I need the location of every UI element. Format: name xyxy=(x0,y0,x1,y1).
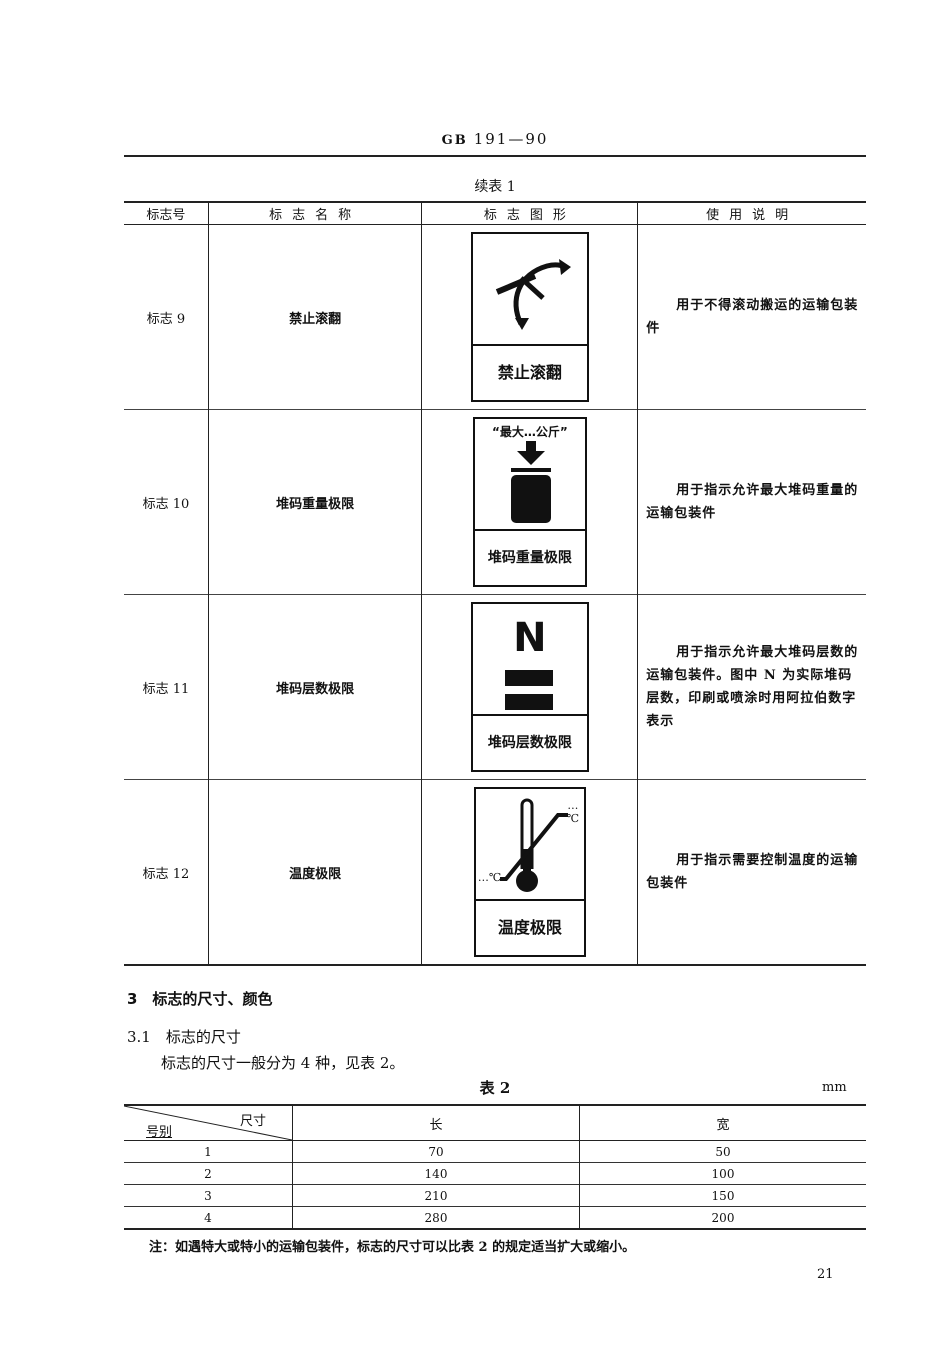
page-number: 21 xyxy=(817,1267,834,1282)
size-no: 2 xyxy=(124,1162,293,1185)
sign-label: 堆码层数极限 xyxy=(487,735,572,751)
section-3-1-body: 标志的尺寸一般分为 4 种，见表 2。 xyxy=(161,1054,405,1072)
table-row: 标志 10 堆码重量极限 “最大…公斤” 堆码重量极限 用于指示允许最大堆码重量… xyxy=(124,409,866,595)
sign-name: 堆码层数极限 xyxy=(207,594,422,780)
layer-bar-icon xyxy=(504,670,553,686)
table2-caption: 表 2 xyxy=(479,1079,511,1097)
size-no: 1 xyxy=(124,1140,293,1163)
corner-number-label: 号别 xyxy=(146,1125,173,1140)
usage-description: 用于指示需要控制温度的运输包装件 xyxy=(646,853,859,891)
no-rolling-sign: 禁止滚翻 xyxy=(470,232,589,402)
usage-description: 用于不得滚动搬运的运输包装件 xyxy=(646,298,859,336)
temperature-limit-sign: …℃ …℃ 温度极限 xyxy=(473,787,586,957)
low-temp-label: …℃ xyxy=(477,871,502,884)
sign-number: 标志 11 xyxy=(124,594,209,780)
header-rule xyxy=(124,155,866,157)
table-row: 标志 12 温度极限 …℃ …℃ 温度极限 用于指示需要控制温度的运输 xyxy=(124,779,866,965)
table-row: 标志 11 堆码层数极限 N 堆码层数极限 用于指示允许最大堆码层数的运输包装件… xyxy=(124,594,866,780)
table-row: 4 280 200 xyxy=(124,1206,866,1229)
sign-name: 禁止滚翻 xyxy=(207,224,422,410)
table-row: 2 140 100 xyxy=(124,1162,866,1185)
table-row: 3 210 150 xyxy=(124,1184,866,1207)
table-row: 1 70 50 xyxy=(124,1140,866,1163)
size-length: 140 xyxy=(292,1162,580,1185)
no-rolling-icon xyxy=(472,234,587,346)
sign-number: 标志 10 xyxy=(124,409,209,595)
sign-label: 堆码重量极限 xyxy=(487,550,572,566)
size-length: 210 xyxy=(292,1184,580,1207)
table1-caption: 续表 1 xyxy=(474,179,516,195)
size-length: 70 xyxy=(292,1140,580,1163)
stacking-layers-limit-sign: N 堆码层数极限 xyxy=(470,602,589,772)
signs-table: 标志号 标志名称 标志图形 使用说明 标志 9 禁止滚翻 禁止滚翻 xyxy=(124,201,866,966)
size-width: 50 xyxy=(579,1140,866,1163)
table2-unit: mm xyxy=(822,1080,847,1095)
stacking-weight-limit-sign: “最大…公斤” 堆码重量极限 xyxy=(472,417,587,587)
standard-prefix: GB xyxy=(441,133,468,148)
layers-n-symbol: N xyxy=(513,615,547,661)
standard-header: GB 191—90 xyxy=(0,130,950,148)
sign-label: 温度极限 xyxy=(497,918,562,937)
table-header-row: 标志号 标志名称 标志图形 使用说明 xyxy=(124,202,866,225)
stacking-weight-limit-icon: “最大…公斤” xyxy=(474,419,585,531)
table2-note: 注：如遇特大或特小的运输包装件，标志的尺寸可以比表 2 的规定适当扩大或缩小。 xyxy=(149,1240,636,1255)
col-header-length: 长 xyxy=(292,1105,580,1141)
col-header-number: 标志号 xyxy=(124,202,209,225)
corner-header-cell: 尺寸 号别 xyxy=(124,1105,293,1141)
col-header-sign: 标志图形 xyxy=(421,202,638,225)
size-length: 280 xyxy=(292,1206,580,1229)
usage-description: 用于指示允许最大堆码层数的运输包装件。图中 N 为实际堆码层数，印刷或喷涂时用阿… xyxy=(646,645,859,729)
corner-size-label: 尺寸 xyxy=(239,1114,266,1129)
sign-number: 标志 9 xyxy=(124,224,209,410)
section-3-1-heading: 3.1 标志的尺寸 xyxy=(127,1028,241,1046)
size-no: 3 xyxy=(124,1184,293,1207)
sizes-table: 尺寸 号别 长 宽 1 70 50 2 140 100 3 210 150 4 … xyxy=(124,1104,866,1230)
size-no: 4 xyxy=(124,1206,293,1229)
sign-number: 标志 12 xyxy=(124,779,209,965)
col-header-name: 标志名称 xyxy=(207,202,422,225)
section-3-heading: 3 标志的尺寸、颜色 xyxy=(127,990,273,1008)
stacking-layers-limit-icon: N xyxy=(472,604,587,716)
table-header-row: 尺寸 号别 长 宽 xyxy=(124,1105,866,1141)
col-header-width: 宽 xyxy=(579,1105,866,1141)
temperature-limit-icon: …℃ …℃ xyxy=(475,789,584,901)
size-width: 100 xyxy=(579,1162,866,1185)
layer-bar-icon xyxy=(504,694,553,710)
high-temp-label: …℃ xyxy=(566,799,580,825)
table-row: 标志 9 禁止滚翻 禁止滚翻 用于不得滚动搬运的运输包装件 xyxy=(124,224,866,410)
standard-number: 191—90 xyxy=(473,130,549,148)
sign-label: 禁止滚翻 xyxy=(497,363,562,382)
size-width: 200 xyxy=(579,1206,866,1229)
size-width: 150 xyxy=(579,1184,866,1207)
sign-name: 堆码重量极限 xyxy=(207,409,422,595)
usage-description: 用于指示允许最大堆码重量的运输包装件 xyxy=(646,483,859,521)
max-weight-text: “最大…公斤” xyxy=(492,425,568,439)
col-header-usage: 使用说明 xyxy=(637,202,866,225)
sign-name: 温度极限 xyxy=(207,779,422,965)
